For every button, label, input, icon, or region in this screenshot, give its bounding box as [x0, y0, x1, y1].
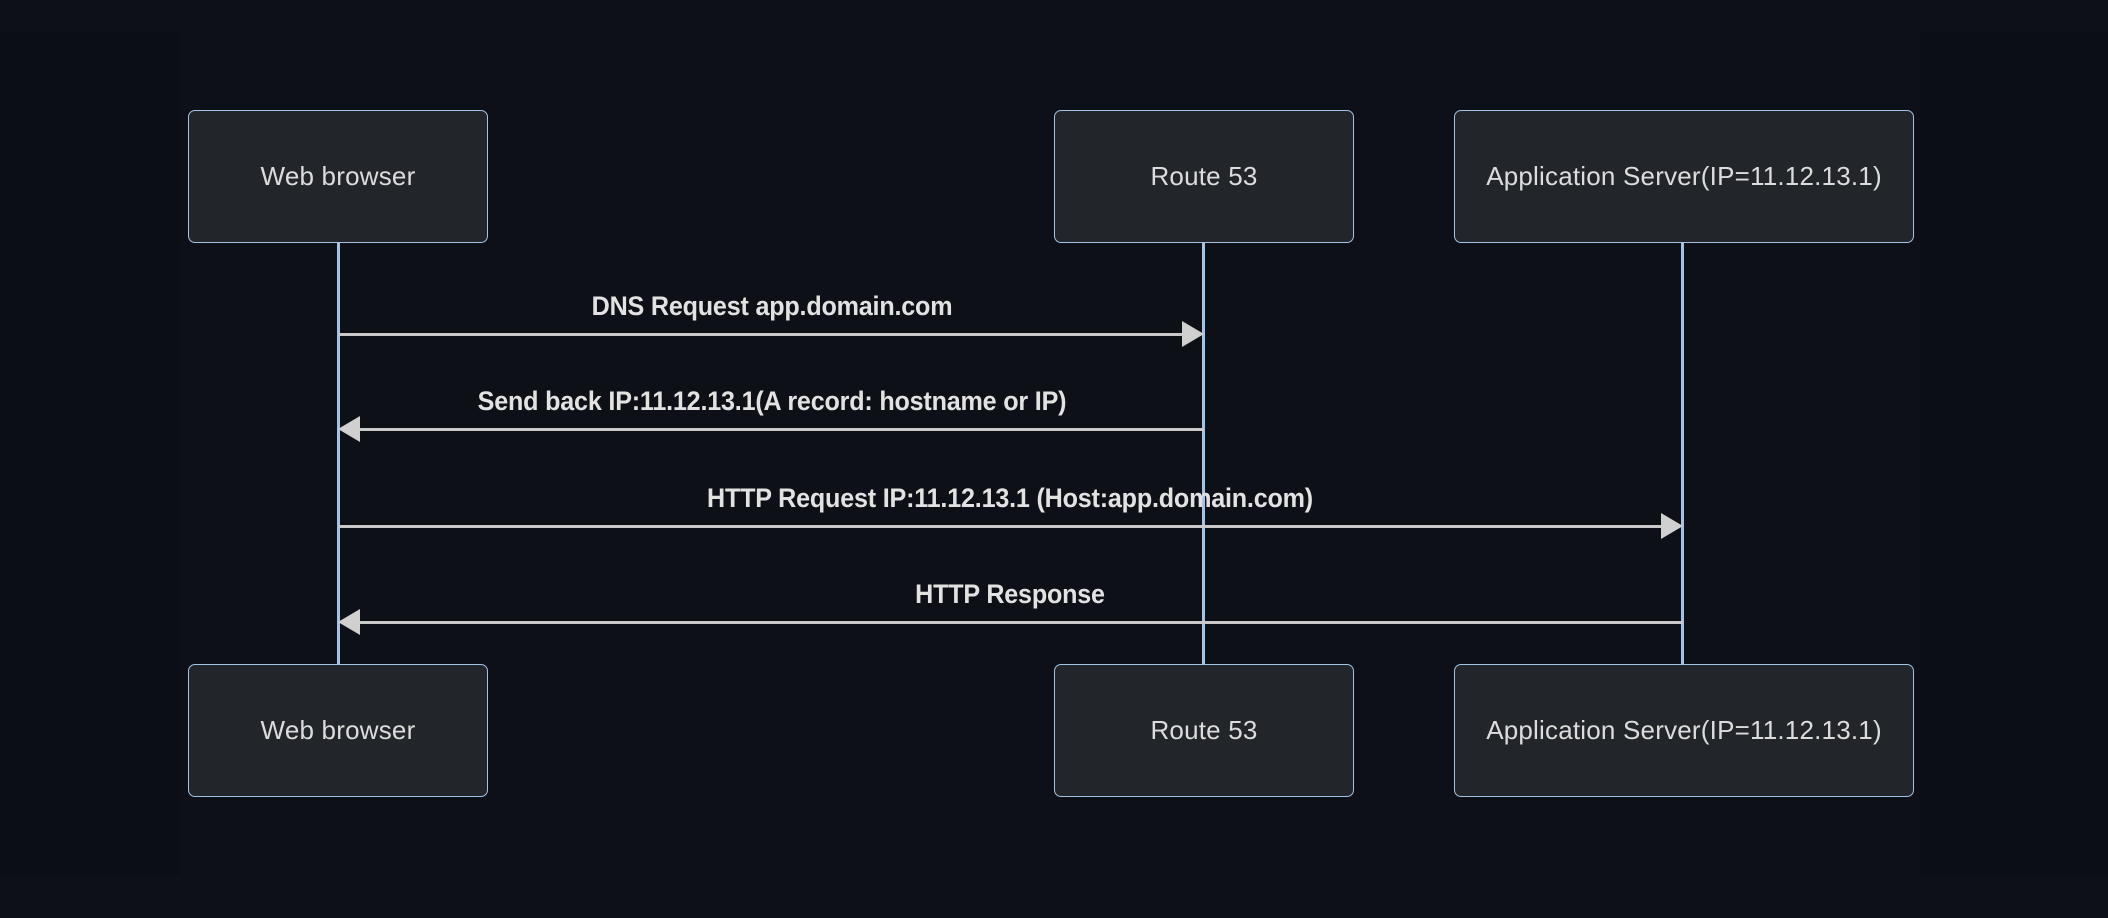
participant-label-appserver-bottom: Application Server(IP=11.12.13.1)	[1486, 715, 1882, 745]
message-label-http-response: HTTP Response	[915, 579, 1105, 609]
message-line-send-back-ip	[359, 428, 1204, 431]
participant-label-route53-bottom: Route 53	[1150, 715, 1258, 745]
lifeline-appserver	[1681, 243, 1684, 664]
participant-box-appserver-bottom[interactable]: Application Server(IP=11.12.13.1)	[1454, 664, 1914, 797]
participant-box-appserver-top[interactable]: Application Server(IP=11.12.13.1)	[1454, 110, 1914, 243]
participant-label-browser-bottom: Web browser	[260, 715, 416, 745]
lifeline-route53	[1202, 243, 1205, 664]
message-line-dns-request	[339, 333, 1184, 336]
background-panel-right	[1920, 31, 2108, 875]
message-line-http-response	[359, 621, 1683, 624]
participant-label-browser: Web browser	[260, 161, 416, 191]
participant-box-browser-bottom[interactable]: Web browser	[188, 664, 488, 797]
participant-box-browser-top[interactable]: Web browser	[188, 110, 488, 243]
lifeline-browser	[337, 243, 340, 664]
arrowhead-dns-request	[1182, 321, 1204, 347]
message-line-http-request	[339, 525, 1663, 528]
participant-label-route53: Route 53	[1150, 161, 1258, 191]
message-label-send-back-ip: Send back IP:11.12.13.1(A record: hostna…	[477, 386, 1067, 416]
arrowhead-http-request	[1661, 513, 1683, 539]
participant-box-route53-bottom[interactable]: Route 53	[1054, 664, 1354, 797]
arrowhead-send-back-ip	[338, 416, 360, 442]
message-label-dns-request: DNS Request app.domain.com	[591, 291, 953, 321]
message-label-http-request: HTTP Request IP:11.12.13.1 (Host:app.dom…	[707, 483, 1313, 513]
participant-box-route53-top[interactable]: Route 53	[1054, 110, 1354, 243]
background-panel-left	[0, 31, 180, 875]
arrowhead-http-response	[338, 609, 360, 635]
participant-label-appserver: Application Server(IP=11.12.13.1)	[1486, 161, 1882, 191]
